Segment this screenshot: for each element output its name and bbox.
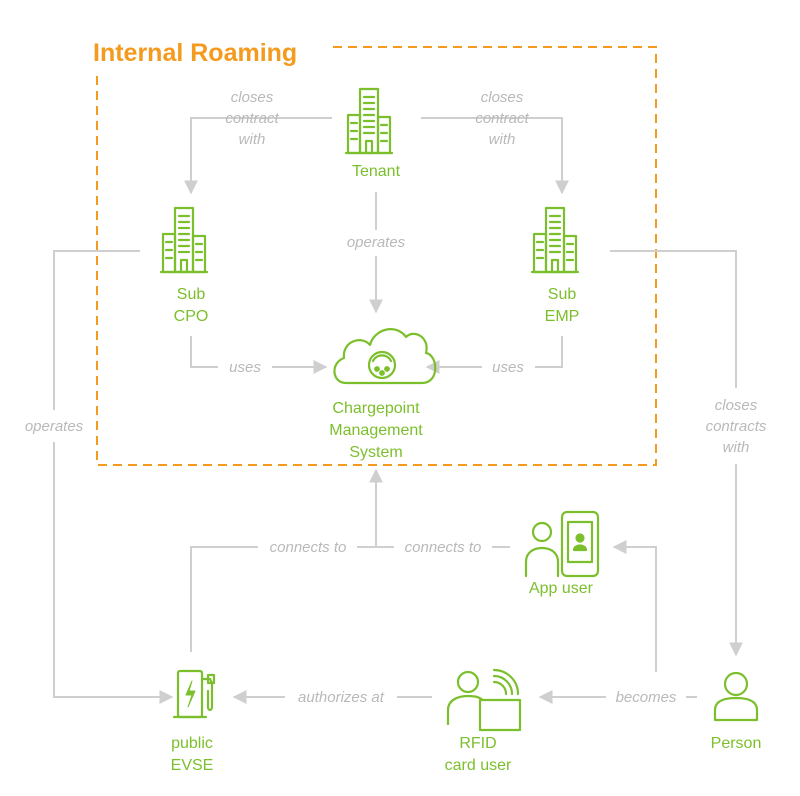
- node-sub-emp-label-line1: Sub: [548, 286, 577, 303]
- node-app-user-label: App user: [529, 580, 594, 597]
- node-rfid-card-user: RFID card user: [445, 668, 522, 774]
- edge-label-line: with: [489, 131, 516, 148]
- node-public-evse: public EVSE: [171, 669, 216, 774]
- building-icon: [530, 206, 580, 274]
- edge-label-line: contract: [225, 110, 279, 127]
- edge-label-line: closes: [715, 397, 758, 414]
- label-operates-left: operates: [25, 418, 84, 435]
- node-sub-emp-label-line2: EMP: [545, 308, 580, 325]
- label-connects-to-right: connects to: [405, 539, 482, 556]
- node-cms-label-line2: Management: [329, 422, 423, 439]
- edge-label-line: with: [239, 131, 266, 148]
- label-uses-left: uses: [229, 359, 261, 376]
- edge-subcpo-to-evse-arrow: [53, 442, 174, 704]
- node-cms: Chargepoint Management System: [329, 328, 437, 461]
- node-tenant: Tenant: [344, 87, 401, 180]
- node-person: Person: [711, 671, 762, 752]
- node-rfid-label-line1: RFID: [459, 735, 496, 752]
- node-public-evse-label-line2: EVSE: [171, 757, 214, 774]
- edge-tenant-to-subemp: [421, 117, 569, 195]
- node-app-user: App user: [524, 510, 600, 597]
- node-sub-cpo-label-line1: Sub: [177, 286, 206, 303]
- node-rfid-label-line2: card user: [445, 757, 512, 774]
- internal-roaming-boundary: [96, 46, 657, 466]
- node-sub-emp: Sub EMP: [530, 206, 580, 325]
- building-icon: [344, 87, 394, 155]
- label-uses-right: uses: [492, 359, 524, 376]
- label-operates-center: operates: [347, 234, 406, 251]
- label-closes-contract-right: closes contract with: [475, 89, 529, 148]
- building-icon: [159, 206, 209, 274]
- edge-person-to-appuser: [612, 540, 657, 672]
- node-cms-label-line3: System: [349, 444, 402, 461]
- edge-subcpo-to-evse: [53, 250, 140, 410]
- app-user-icon: [524, 510, 600, 578]
- edge-subemp-to-cms: [535, 336, 563, 368]
- edge-label-line: contracts: [706, 418, 767, 435]
- edge-label-line: with: [723, 439, 750, 456]
- edge-label-line: contract: [475, 110, 529, 127]
- edge-tenant-to-subcpo: [184, 117, 332, 195]
- rfid-card-user-icon: [446, 668, 522, 732]
- node-tenant-label: Tenant: [352, 163, 401, 180]
- label-authorizes-at: authorizes at: [298, 689, 385, 706]
- cloud-icon: [333, 328, 437, 385]
- label-closes-contracts-right: closes contracts with: [706, 397, 767, 456]
- edge-evse-to-cms: [190, 546, 258, 652]
- label-becomes: becomes: [616, 689, 677, 706]
- node-public-evse-label-line1: public: [171, 735, 213, 752]
- label-closes-contract-left: closes contract with: [225, 89, 279, 148]
- person-icon: [713, 671, 759, 722]
- edge-subcpo-to-cms: [190, 336, 218, 368]
- ev-charger-icon: [172, 669, 216, 719]
- node-sub-cpo: Sub CPO: [159, 206, 209, 325]
- node-cms-label-line1: Chargepoint: [332, 400, 420, 417]
- label-connects-to-left: connects to: [270, 539, 347, 556]
- node-sub-cpo-label-line2: CPO: [174, 308, 209, 325]
- edge-subemp-to-person: [610, 250, 737, 388]
- edge-label-line: closes: [481, 89, 524, 106]
- edge-label-line: closes: [231, 89, 274, 106]
- internal-roaming-title: Internal Roaming: [93, 39, 297, 67]
- node-person-label: Person: [711, 735, 762, 752]
